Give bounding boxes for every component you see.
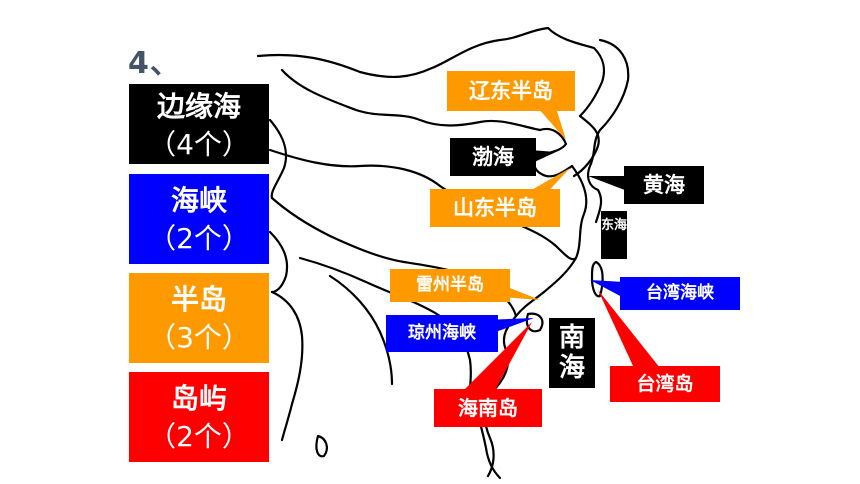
pointer-bohai [530, 150, 556, 164]
label-yellow-sea: 黄海 [624, 166, 704, 204]
northeast-coast [587, 38, 630, 224]
label-shandong-peninsula: 山东半岛 [430, 189, 560, 227]
legend-island-name: 岛屿 [170, 382, 227, 415]
label-leizhou-peninsula: 雷州半岛 [390, 269, 510, 302]
legend-strait-count: （2个） [148, 222, 250, 255]
question-number: 4、 [128, 46, 181, 81]
legend-peninsula-count: （3个） [148, 321, 250, 354]
legend-island: 岛屿 （2个） [129, 372, 269, 462]
pointer-hainan-island [462, 322, 532, 392]
label-south-china-sea: 南海 [549, 318, 595, 388]
label-taiwan-island: 台湾岛 [610, 366, 720, 402]
korean-peninsula [572, 114, 600, 178]
legend-peninsula: 半岛 （3个） [129, 273, 269, 363]
label-qiongzhou-strait: 琼州海峡 [386, 315, 498, 352]
western-edge [268, 118, 288, 200]
label-east-china-sea: 东海 [601, 211, 627, 259]
label-hainan-island: 海南岛 [434, 389, 542, 427]
legend-strait: 海峡 （2个） [129, 174, 269, 264]
pointer-liaodong [538, 108, 566, 140]
legend-island-count: （2个） [148, 420, 250, 453]
western-edge-2 [268, 230, 289, 294]
hainan-shape [525, 312, 544, 333]
label-taiwan-strait: 台湾海峡 [620, 277, 740, 310]
label-liaodong-peninsula: 辽东半岛 [447, 71, 575, 111]
pointer-taiwan-strait [590, 280, 624, 298]
india-coast [270, 290, 304, 442]
sri-lanka-shape [315, 434, 328, 458]
pointer-taiwan-island [598, 290, 660, 368]
legend-strait-name: 海峡 [170, 184, 227, 217]
label-bohai-sea: 渤海 [450, 138, 536, 176]
interior-line-1 [280, 68, 542, 132]
pointer-huanghai [588, 176, 630, 192]
legend-peninsula-name: 半岛 [170, 283, 227, 316]
india-east-coast [328, 274, 394, 386]
legend-marginal-sea: 边缘海 （4个） [129, 84, 269, 164]
taiwan-shape [590, 260, 604, 298]
northern-border [256, 26, 605, 118]
legend-marginal-sea-count: （4个） [148, 128, 250, 161]
interior-line-4 [298, 256, 472, 392]
legend-marginal-sea-name: 边缘海 [156, 90, 241, 123]
